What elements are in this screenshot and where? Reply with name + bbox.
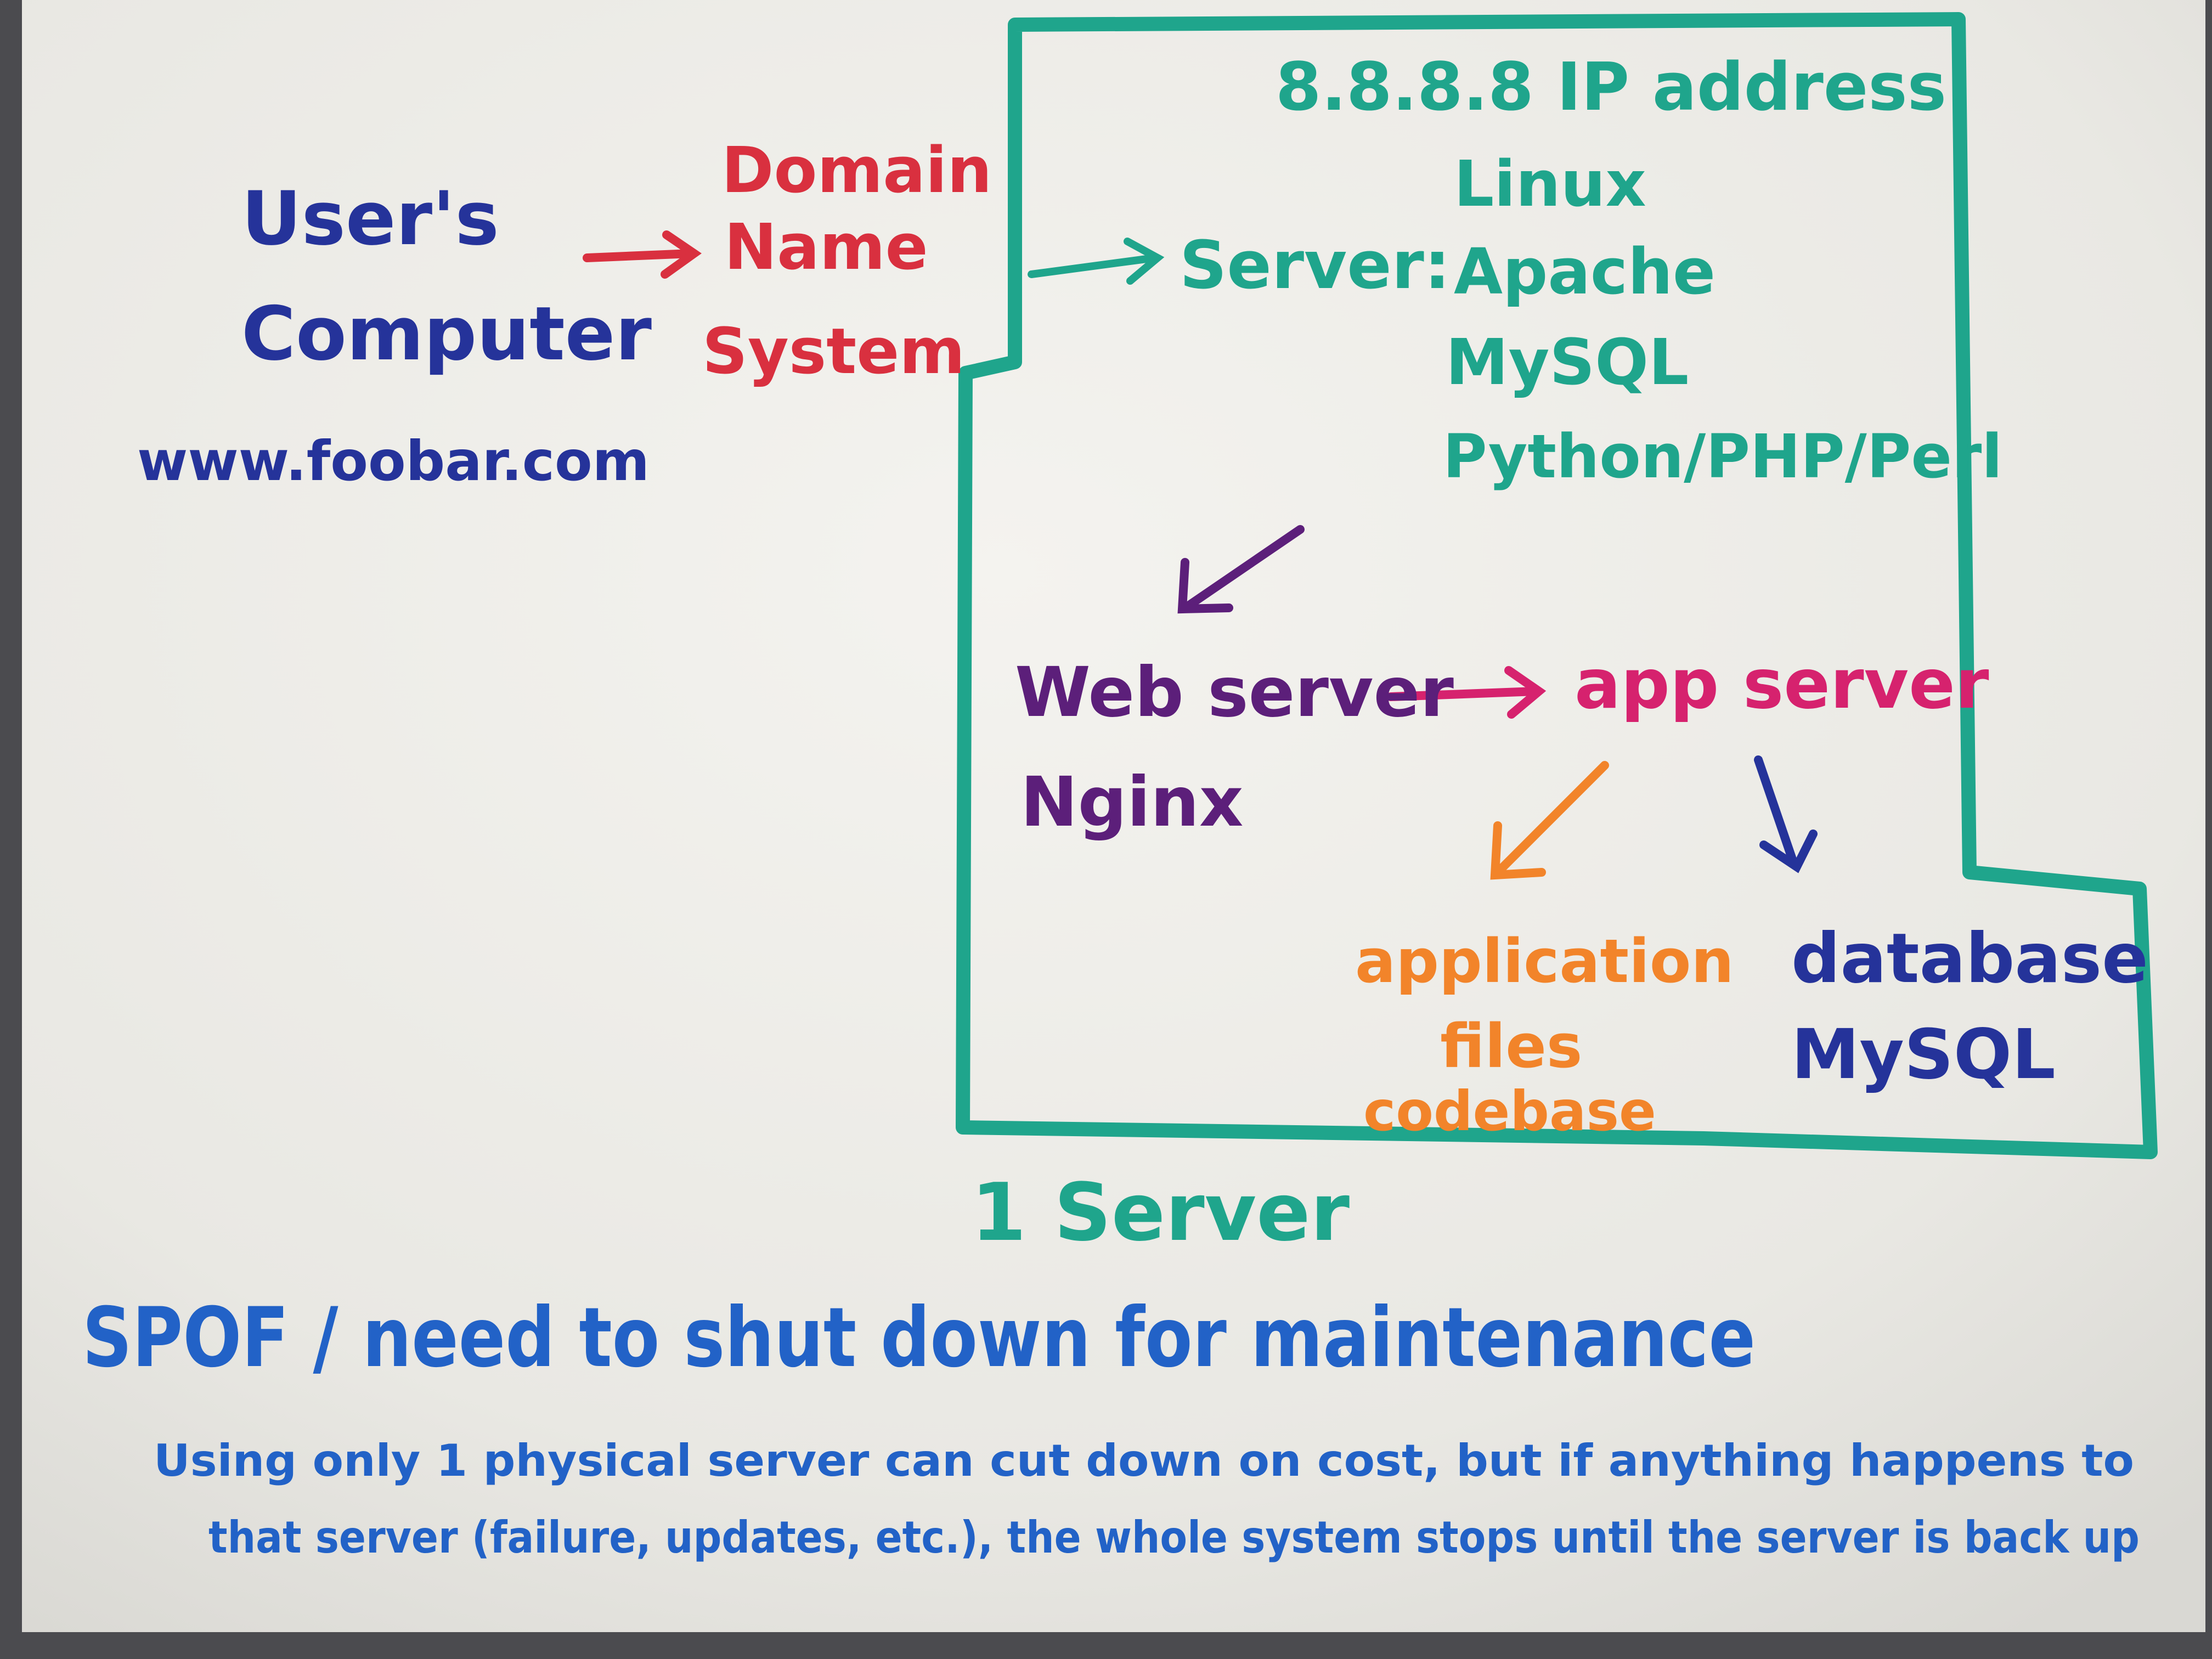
board-surface (22, 0, 2205, 1632)
stack-item-apache: Apache (1454, 235, 1716, 309)
note-line2: that server (failure, updates, etc.), th… (208, 1512, 2140, 1563)
user-computer: User's Computer www.foobar.com (137, 176, 652, 493)
dns-line3: System (702, 315, 965, 388)
stack-item-languages: Python/PHP/Perl (1443, 421, 2002, 492)
user-title-line2: Computer (241, 291, 652, 377)
app-server-label: app server (1575, 645, 1989, 724)
stack-item-linux: Linux (1454, 148, 1646, 221)
web-server-line2: Nginx (1020, 763, 1244, 842)
web-server-line1: Web server (1015, 653, 1454, 732)
server-stack: 8.8.8.8 IP address Server: Linux Apache … (1180, 49, 2002, 492)
arrow-dns-to-server (1028, 238, 1165, 285)
database-line1: database (1791, 919, 2148, 998)
explanation-note: Using only 1 physical server can cut dow… (154, 1435, 2140, 1563)
stack-item-mysql: MySQL (1446, 326, 1689, 399)
files-line1: application (1355, 926, 1734, 996)
arrow-webserver-to-appserver (1386, 666, 1547, 719)
database-line2: MySQL (1791, 1015, 2056, 1094)
dns: Domain Name System (702, 134, 992, 388)
files-line2: files (1440, 1011, 1582, 1081)
web-server: Web server Nginx (1015, 653, 1454, 842)
dns-line2: Name (724, 211, 928, 284)
arrow-appserver-to-files (1490, 761, 1609, 880)
server-ip: 8.8.8.8 IP address (1276, 49, 1946, 126)
server-label: Server: (1180, 228, 1451, 304)
database: database MySQL (1791, 919, 2148, 1094)
server-box-outline (956, 12, 2158, 1159)
spof-heading: SPOF / need to shut down for maintenance (82, 1290, 1756, 1386)
note-line1: Using only 1 physical server can cut dow… (154, 1435, 2134, 1486)
user-title-line1: User's (241, 176, 499, 262)
arrow-user-to-dns (583, 230, 702, 279)
caption-one-server: 1 Server (971, 1166, 1350, 1259)
user-url: www.foobar.com (137, 429, 650, 493)
files-line3: codebase (1363, 1079, 1656, 1143)
application-files: application files codebase (1355, 926, 1734, 1143)
arrow-server-to-webserver (1177, 525, 1305, 614)
dns-line1: Domain (721, 134, 992, 207)
arrow-appserver-to-database (1754, 755, 1818, 873)
